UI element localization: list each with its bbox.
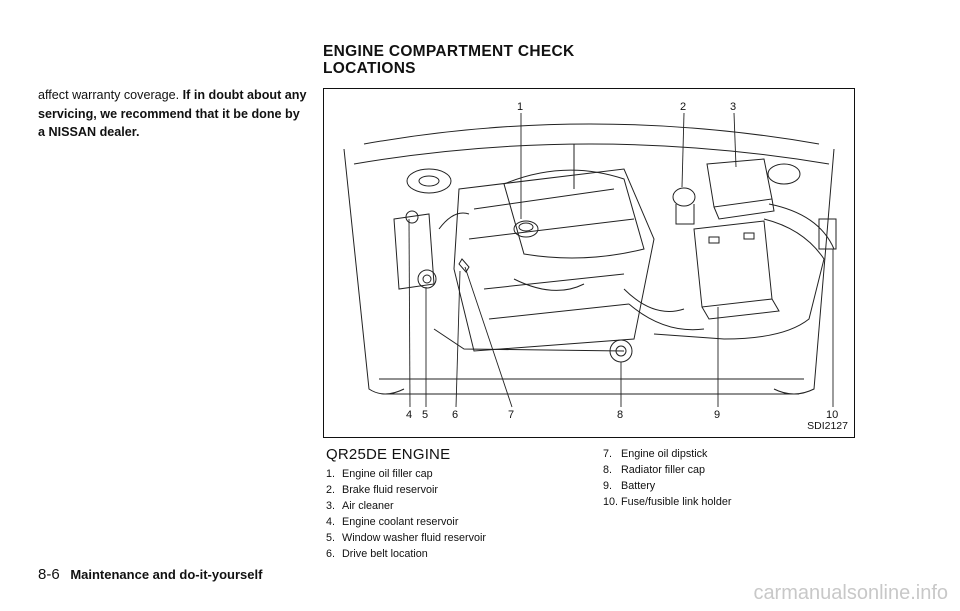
list-item: 9.Battery xyxy=(603,480,656,493)
engine-illustration xyxy=(343,112,837,408)
list-item: 6.Drive belt location xyxy=(326,548,428,561)
engine-block-shape xyxy=(453,168,655,352)
callout-3: 3 xyxy=(730,101,737,113)
washer-cap-shape xyxy=(417,269,437,289)
callout-5: 5 xyxy=(422,409,429,421)
list-item: 10.Fuse/fusible link holder xyxy=(603,496,732,509)
callout-7: 7 xyxy=(508,409,515,421)
intro-plain-text: affect warranty coverage. xyxy=(38,88,180,102)
battery-shape xyxy=(693,220,773,308)
list-item: 7.Engine oil dipstick xyxy=(603,448,708,460)
callout-10: 10 xyxy=(826,409,839,421)
engine-heading: QR25DE ENGINE xyxy=(326,446,451,463)
list-item: 2.Brake fluid reservoir xyxy=(326,484,439,497)
parts-list-left: 1.Engine oil filler cap 2.Brake fluid re… xyxy=(326,466,486,563)
intro-paragraph: affect warranty coverage. If in doubt ab… xyxy=(38,86,310,142)
callout-9: 9 xyxy=(714,409,721,421)
list-item: 8.Radiator filler cap xyxy=(603,464,706,477)
section-title-line2: LOCATIONS xyxy=(323,60,416,77)
air-cleaner-shape xyxy=(706,158,773,208)
watermark-text: carmanualsonline.info xyxy=(753,582,948,604)
callout-4: 4 xyxy=(406,409,413,421)
engine-compartment-figure: 1 2 3 4 5 6 7 8 9 10 SDI2127 xyxy=(323,88,855,438)
section-title: ENGINE COMPARTMENT CHECK LOCATIONS xyxy=(323,43,574,77)
brake-reservoir-shape xyxy=(672,187,696,207)
coolant-reservoir-shape xyxy=(393,213,435,290)
intake-duct-shape xyxy=(653,218,825,340)
hood-edge-line xyxy=(363,123,820,145)
list-item: 1.Engine oil filler cap xyxy=(326,468,433,480)
callout-8: 8 xyxy=(617,409,624,421)
callout-6: 6 xyxy=(452,409,459,421)
intro-bold-text: If in doubt about any servicing, we reco… xyxy=(38,88,307,139)
callout-2: 2 xyxy=(680,101,687,113)
page-number: 8-6 xyxy=(38,566,60,583)
footer-section-name: Maintenance and do-it-yourself xyxy=(70,567,263,582)
oil-filler-cap-shape xyxy=(513,220,539,238)
fuse-holder-shape xyxy=(818,218,837,250)
dipstick-handle-shape xyxy=(458,258,470,273)
section-title-line1: ENGINE COMPARTMENT CHECK xyxy=(323,43,575,60)
parts-list-right: 7.Engine oil dipstick 8.Radiator filler … xyxy=(603,446,731,510)
page-footer: 8-6 Maintenance and do-it-yourself xyxy=(38,566,262,583)
list-item: 4.Engine coolant reservoir xyxy=(326,516,459,529)
callout-1: 1 xyxy=(517,101,524,113)
list-item: 3.Air cleaner xyxy=(326,500,394,513)
figure-code: SDI2127 xyxy=(807,420,848,432)
list-item: 5.Window washer fluid reservoir xyxy=(326,532,487,545)
